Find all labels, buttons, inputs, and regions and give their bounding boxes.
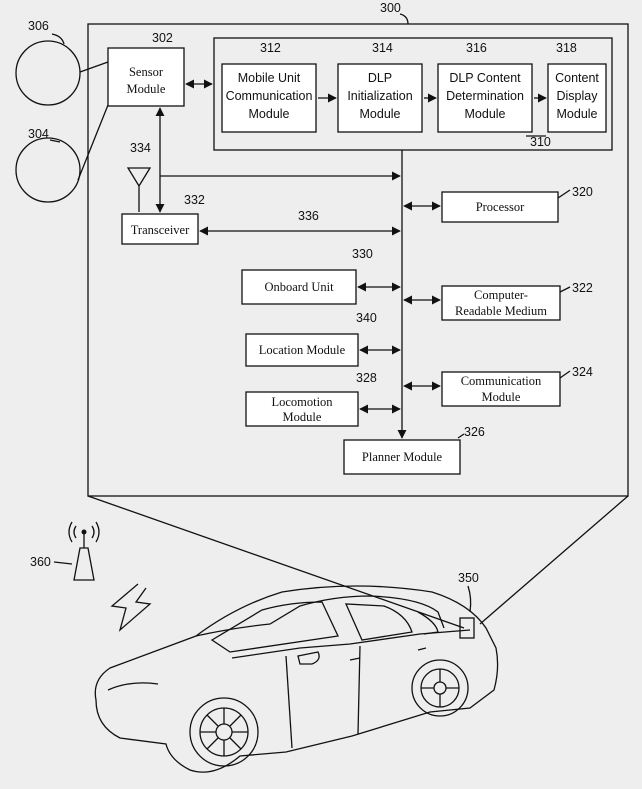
crm-label-2: Readable Medium xyxy=(455,304,547,318)
ref-360: 360 xyxy=(30,555,51,569)
dlp-init-label-2: Initialization xyxy=(347,89,412,103)
dlp-init-label-1: DLP xyxy=(368,71,392,85)
ref-336: 336 xyxy=(298,209,319,223)
dlp-content-label-3: Module xyxy=(465,107,506,121)
ref-318: 318 xyxy=(556,41,577,55)
dlp-init-label-3: Module xyxy=(360,107,401,121)
mobile-unit-comm-label-2: Communication xyxy=(226,89,313,103)
mobile-unit-comm-label-1: Mobile Unit xyxy=(238,71,301,85)
communication-label-2: Module xyxy=(482,390,521,404)
ref-324: 324 xyxy=(572,365,593,379)
system-frame xyxy=(87,23,629,497)
sensor-module-label-2: Module xyxy=(127,82,166,96)
ref-304: 304 xyxy=(28,127,49,141)
transceiver-label: Transceiver xyxy=(131,223,190,237)
ref-306: 306 xyxy=(28,19,49,33)
ref-334: 334 xyxy=(130,141,151,155)
content-display-label-2: Display xyxy=(557,89,599,103)
onboard-unit-label: Onboard Unit xyxy=(264,280,334,294)
antenna-icon xyxy=(126,167,152,212)
content-display-label-3: Module xyxy=(557,107,598,121)
crm-label-1: Computer- xyxy=(474,288,528,302)
ref-302: 302 xyxy=(152,31,173,45)
ref-330: 330 xyxy=(352,247,373,261)
planner-label: Planner Module xyxy=(362,450,443,464)
sensor-306 xyxy=(15,40,81,106)
ref-332: 332 xyxy=(184,193,205,207)
ref-320: 320 xyxy=(572,185,593,199)
locomotion-label-1: Locomotion xyxy=(271,395,333,409)
ref-328: 328 xyxy=(356,371,377,385)
ref-322: 322 xyxy=(572,281,593,295)
memory-group-frame xyxy=(213,37,613,151)
ref-312: 312 xyxy=(260,41,281,55)
ref-350: 350 xyxy=(458,571,479,585)
sensor-304 xyxy=(15,137,81,203)
ref-316: 316 xyxy=(466,41,487,55)
ref-326: 326 xyxy=(464,425,485,439)
content-display-label-1: Content xyxy=(555,71,599,85)
communication-label-1: Communication xyxy=(461,374,542,388)
lightning-icon xyxy=(110,583,152,632)
processor-label: Processor xyxy=(476,200,525,214)
location-label: Location Module xyxy=(259,343,346,357)
ref-300: 300 xyxy=(380,1,401,15)
mobile-unit-comm-label-3: Module xyxy=(249,107,290,121)
dlp-content-label-2: Determination xyxy=(446,89,524,103)
dlp-content-label-1: DLP Content xyxy=(449,71,521,85)
ref-310: 310 xyxy=(530,135,551,149)
tower-icon xyxy=(68,521,100,581)
sensor-module-label-1: Sensor xyxy=(129,65,164,79)
vehicle-illustration xyxy=(94,585,499,773)
ref-314: 314 xyxy=(372,41,393,55)
sensor-module-box xyxy=(107,47,185,107)
ref-340: 340 xyxy=(356,311,377,325)
locomotion-label-2: Module xyxy=(283,410,322,424)
